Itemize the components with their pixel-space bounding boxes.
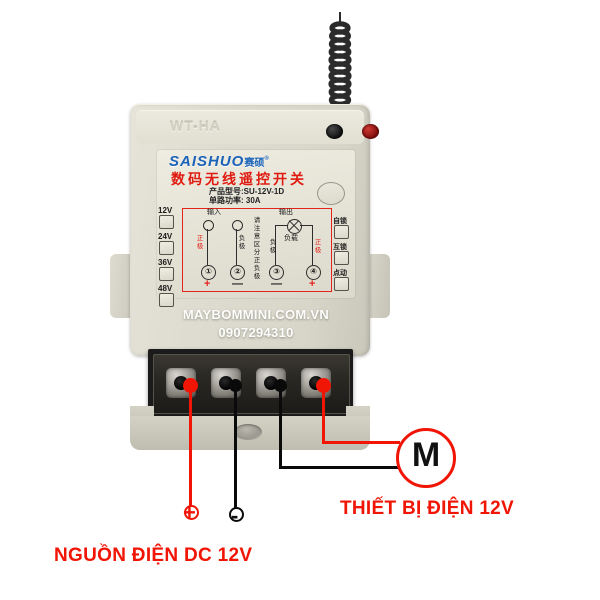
load-lamp-icon [287,219,302,234]
polarity-sign-2: — [232,278,243,290]
mode-option-box[interactable] [334,251,349,265]
terminal-schematic: 输入 输出 ① 正极 + ② 负极 — 请注意区分正负极 [182,208,332,292]
polarity-label-4: 正极 [314,239,322,254]
voltage-option-box[interactable] [159,215,174,229]
mode-option-box[interactable] [334,225,349,239]
polarity-warning: 请注意区分正负极 [253,217,261,280]
polarity-sign-4: + [309,278,316,290]
voltage-option-box[interactable] [159,293,174,307]
learn-button[interactable] [317,182,345,205]
wire-motor-negative-vert [279,385,282,468]
wire-negative-source [234,385,237,509]
red-indicator-led [362,124,379,139]
schematic-node-2 [232,220,243,231]
brand-chinese: 赛硕 [244,158,265,169]
model-line: 产品型号:SU-12V-1D [209,187,285,196]
schematic-terminal-3: ③ [269,265,284,280]
emboss-code: WT-HA [170,118,221,134]
schematic-wire-4 [312,225,314,265]
source-negative-node [229,507,244,522]
wire-motor-positive-vert [322,385,325,443]
brand-logo: SAISHUO赛硕® [169,153,270,170]
watermark-phone: 0907294310 [218,325,294,340]
polarity-label-3: 负极 [269,239,277,254]
source-negative-sign: - [231,503,239,528]
polarity-sign-1: + [204,278,211,290]
mode-option-label: 互锁 [333,244,347,251]
voltage-option-label: 24V [158,232,173,241]
schematic-terminal-1: ① [201,265,216,280]
voltage-option-label: 12V [158,206,173,215]
brand-latin: SAISHUO [169,153,245,170]
motor-symbol: M [396,428,456,488]
mode-option-box[interactable] [334,277,349,291]
case-bottom-lip [130,416,370,450]
lamp-wire-left [275,225,288,227]
polarity-sign-3: — [271,278,282,290]
black-button[interactable] [326,124,343,139]
wire-motor-positive-horz [322,441,400,444]
mode-option-label: 点动 [333,270,347,277]
mode-option-label: 自锁 [333,218,347,225]
product-title-cn: 数码无线遥控开关 [171,171,307,187]
output-label: 输出 [279,209,293,216]
antenna-tip-wire [339,12,341,26]
lamp-wire-right [300,225,313,227]
load-label: 负载 [284,235,298,242]
remote-control-switch-device: WT-HA SAISHUO赛硕® 数码无线遥控开关 产品型号:SU-12V-1D… [110,104,390,464]
input-label: 输入 [207,209,221,216]
device-shell: WT-HA SAISHUO赛硕® 数码无线遥控开关 产品型号:SU-12V-1D… [130,104,379,356]
source-caption: NGUỒN ĐIỆN DC 12V [54,545,253,566]
voltage-option-label: 48V [158,284,173,293]
schematic-terminal-2: ② [230,265,245,280]
schematic-wire-2 [236,229,238,265]
schematic-node-1 [203,220,214,231]
antenna-spring-icon [328,21,352,107]
voltage-option-box[interactable] [159,241,174,255]
product-label: SAISHUO赛硕® 数码无线遥控开关 产品型号:SU-12V-1D 单路功率:… [157,150,355,307]
antenna-coil [327,12,353,109]
voltage-option-label: 36V [158,258,173,267]
polarity-label-1: 正极 [196,235,204,250]
device-caption: THIẾT BỊ ĐIỆN 12V [340,498,515,519]
polarity-label-2: 负极 [238,235,246,250]
wire-positive-source [189,385,192,507]
source-positive-node [184,505,199,520]
source-positive-sign: + [183,500,196,525]
voltage-option-box[interactable] [159,267,174,281]
schematic-wire-3 [275,225,277,265]
wire-motor-negative-horz [279,466,399,469]
schematic-terminal-4: ④ [306,265,321,280]
schematic-wire-1 [207,229,209,265]
registered-mark: ® [264,156,270,162]
power-line: 单路功率: 30A [209,196,261,205]
watermark-site: MAYBOMMINI.COM.VN [182,307,330,322]
